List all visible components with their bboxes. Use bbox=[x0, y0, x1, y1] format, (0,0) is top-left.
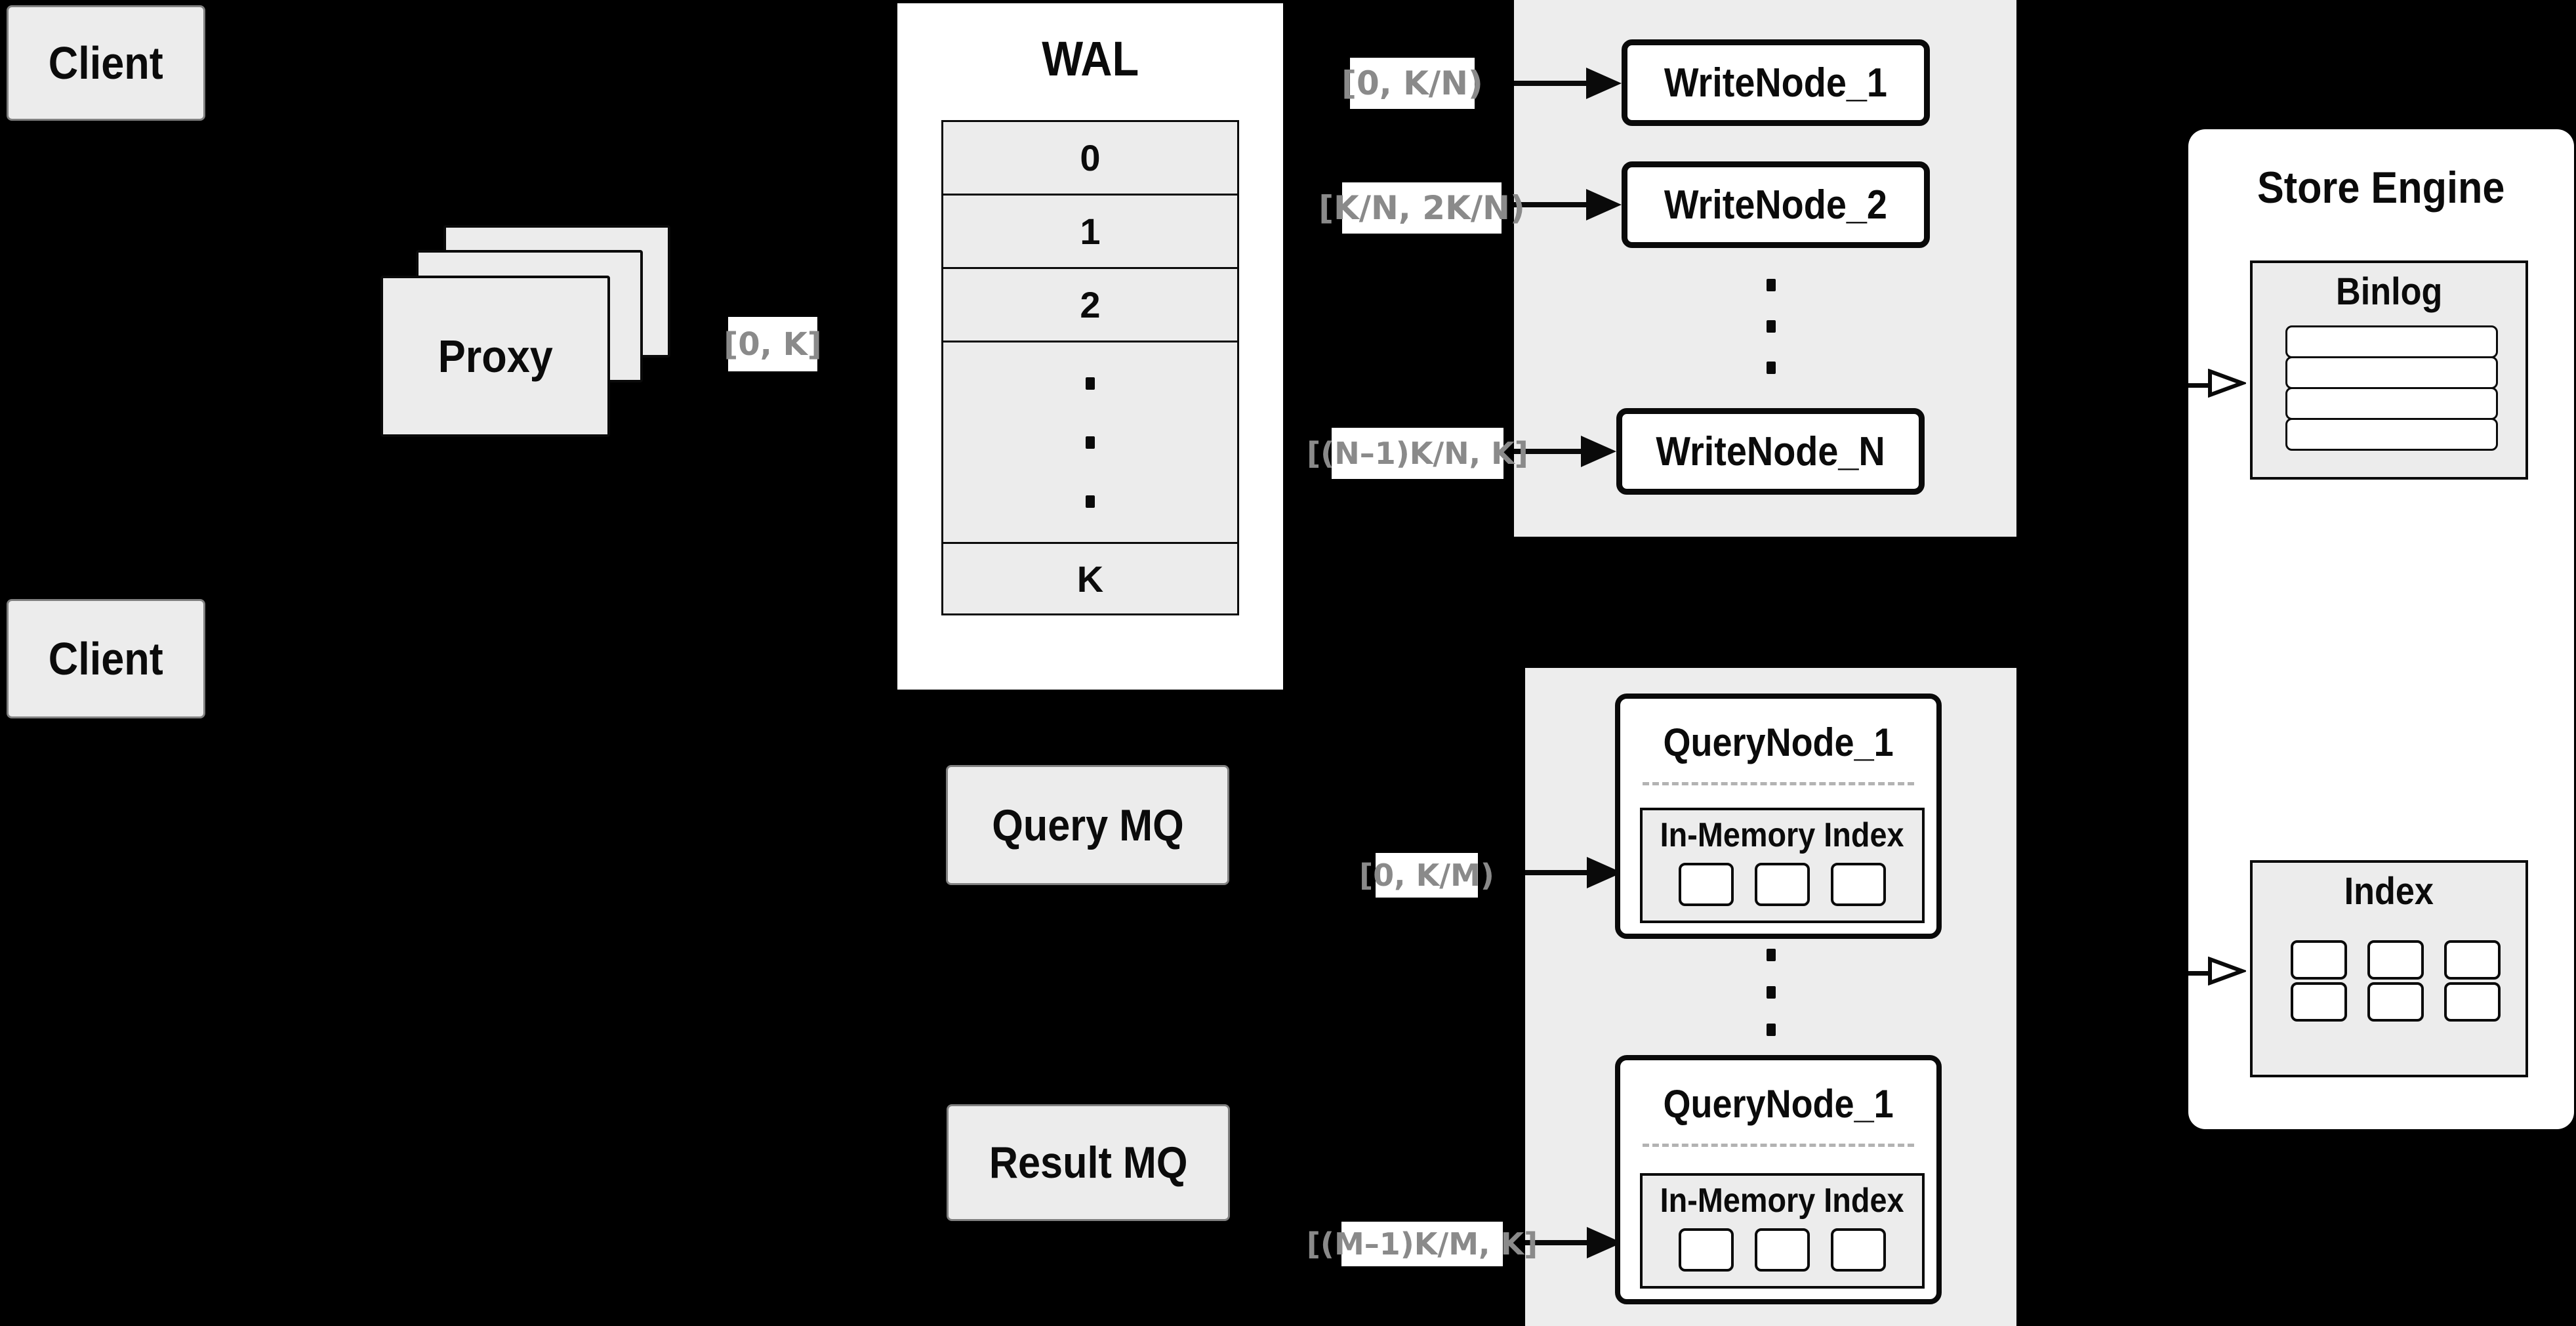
binlog-row bbox=[2285, 418, 2498, 451]
in-memory-index-box-bottom: In-Memory Index bbox=[1640, 1173, 1925, 1289]
in-memory-cells-top bbox=[1643, 863, 1922, 906]
wal-box: WAL 0 1 2 K bbox=[897, 3, 1283, 690]
index-box: Index bbox=[2250, 860, 2528, 1077]
in-memory-index-box-top: In-Memory Index bbox=[1640, 808, 1925, 923]
wal-title-text: WAL bbox=[1042, 31, 1139, 86]
write-node-2-label: WriteNode_2 bbox=[1664, 182, 1888, 228]
wal-segment-2: 2 bbox=[941, 267, 1239, 342]
arrow-head-writenode-1 bbox=[1586, 68, 1622, 99]
store-engine-title-text: Store Engine bbox=[2257, 163, 2505, 213]
result-mq-box: Result MQ bbox=[947, 1104, 1230, 1221]
client-box-top: Client bbox=[7, 5, 205, 121]
write-node-1-label: WriteNode_1 bbox=[1664, 60, 1888, 106]
in-memory-index-title-top: In-Memory Index bbox=[1643, 810, 1922, 855]
query-nodes-panel: QueryNode_1 In-Memory Index QueryNode_1 bbox=[1525, 668, 2016, 1326]
query-node-bottom-title: QueryNode_1 bbox=[1620, 1060, 1936, 1127]
query-nodes-ellipsis-dots bbox=[1767, 949, 1776, 1036]
arrow-head-writenode-n bbox=[1581, 436, 1616, 467]
memory-cell bbox=[1831, 863, 1886, 906]
binlog-box: Binlog bbox=[2250, 260, 2528, 480]
wal-title: WAL bbox=[897, 3, 1283, 87]
result-mq-label: Result MQ bbox=[989, 1138, 1188, 1188]
index-cell bbox=[2444, 982, 2501, 1022]
store-engine-box: Store Engine Binlog Index bbox=[2188, 129, 2574, 1129]
memory-cell bbox=[1679, 1228, 1734, 1272]
wal-segment-k: K bbox=[941, 542, 1239, 615]
binlog-title: Binlog bbox=[2253, 263, 2525, 314]
index-cell bbox=[2291, 982, 2347, 1022]
index-cells bbox=[2291, 940, 2501, 1022]
memory-cell bbox=[1679, 863, 1734, 906]
query-node-top-title-text: QueryNode_1 bbox=[1663, 720, 1894, 764]
range-label-write-n: [(N–1)K/N, K] bbox=[1307, 428, 1528, 479]
write-nodes-panel: WriteNode_1 WriteNode_2 WriteNode_N bbox=[1514, 0, 2016, 537]
query-node-bottom: QueryNode_1 In-Memory Index bbox=[1615, 1055, 1942, 1304]
proxy-box: Proxy bbox=[380, 276, 610, 437]
arrow-shaft-writenode-2 bbox=[1514, 202, 1590, 207]
binlog-row bbox=[2285, 387, 2498, 420]
client-bottom-label: Client bbox=[48, 633, 163, 684]
memory-cell bbox=[1755, 863, 1810, 906]
arrow-shaft-binlog bbox=[2188, 383, 2212, 388]
range-label-query-m: [(M–1)K/M, K] bbox=[1307, 1222, 1538, 1266]
arrow-shaft-index bbox=[2188, 971, 2212, 976]
binlog-title-text: Binlog bbox=[2335, 270, 2443, 313]
in-memory-index-title-top-text: In-Memory Index bbox=[1660, 816, 1904, 854]
query-node-top-title: QueryNode_1 bbox=[1620, 699, 1936, 765]
arrow-head-writenode-2 bbox=[1586, 189, 1622, 220]
write-node-1: WriteNode_1 bbox=[1622, 39, 1930, 126]
query-node-bottom-separator bbox=[1642, 1144, 1915, 1147]
index-cell bbox=[2444, 940, 2501, 980]
binlog-row bbox=[2285, 356, 2498, 389]
range-label-write-1: [0, K/N) bbox=[1341, 58, 1483, 109]
index-cell bbox=[2367, 982, 2424, 1022]
query-mq-label: Query MQ bbox=[991, 800, 1184, 850]
arrow-shaft-writenode-1 bbox=[1514, 81, 1590, 86]
index-cell bbox=[2367, 940, 2424, 980]
wal-segment-0: 0 bbox=[941, 120, 1239, 196]
memory-cell bbox=[1755, 1228, 1810, 1272]
index-title-text: Index bbox=[2344, 870, 2434, 913]
write-node-2: WriteNode_2 bbox=[1622, 161, 1930, 248]
wal-ellipsis-dots bbox=[1086, 377, 1095, 508]
in-memory-cells-bottom bbox=[1643, 1228, 1922, 1272]
proxy-label: Proxy bbox=[438, 331, 553, 382]
memory-cell bbox=[1831, 1228, 1886, 1272]
query-node-bottom-title-text: QueryNode_1 bbox=[1663, 1082, 1894, 1126]
write-nodes-ellipsis-dots bbox=[1767, 279, 1776, 374]
write-node-n: WriteNode_N bbox=[1616, 408, 1925, 495]
store-engine-title: Store Engine bbox=[2188, 129, 2574, 213]
in-memory-index-title-bottom: In-Memory Index bbox=[1643, 1176, 1922, 1220]
arrow-shaft-querynode-m bbox=[1525, 1240, 1591, 1245]
wal-segment-table: 0 1 2 K bbox=[941, 120, 1239, 615]
in-memory-index-title-bottom-text: In-Memory Index bbox=[1660, 1182, 1904, 1220]
client-box-bottom: Client bbox=[7, 599, 205, 718]
query-node-top: QueryNode_1 In-Memory Index bbox=[1615, 694, 1942, 939]
arrow-shaft-querynode-1 bbox=[1525, 870, 1591, 875]
write-node-n-label: WriteNode_N bbox=[1656, 428, 1885, 474]
index-title: Index bbox=[2253, 863, 2525, 913]
range-label-write-2: [K/N, 2K/N) bbox=[1319, 182, 1525, 234]
query-mq-box: Query MQ bbox=[946, 765, 1229, 885]
query-node-top-separator bbox=[1642, 782, 1915, 785]
range-label-query-1: [0, K/M) bbox=[1359, 853, 1494, 898]
binlog-rows bbox=[2285, 325, 2498, 451]
wal-segment-1: 1 bbox=[941, 194, 1239, 269]
client-top-label: Client bbox=[48, 37, 163, 89]
binlog-row bbox=[2285, 325, 2498, 358]
wal-segment-ellipsis bbox=[941, 341, 1239, 544]
range-label-proxy-out: [0, K] bbox=[724, 317, 822, 371]
index-cell bbox=[2291, 940, 2347, 980]
arrow-shaft-writenode-n bbox=[1514, 449, 1585, 454]
arrow-head-index-icon bbox=[2208, 957, 2246, 985]
arrow-head-binlog-icon bbox=[2208, 369, 2246, 398]
